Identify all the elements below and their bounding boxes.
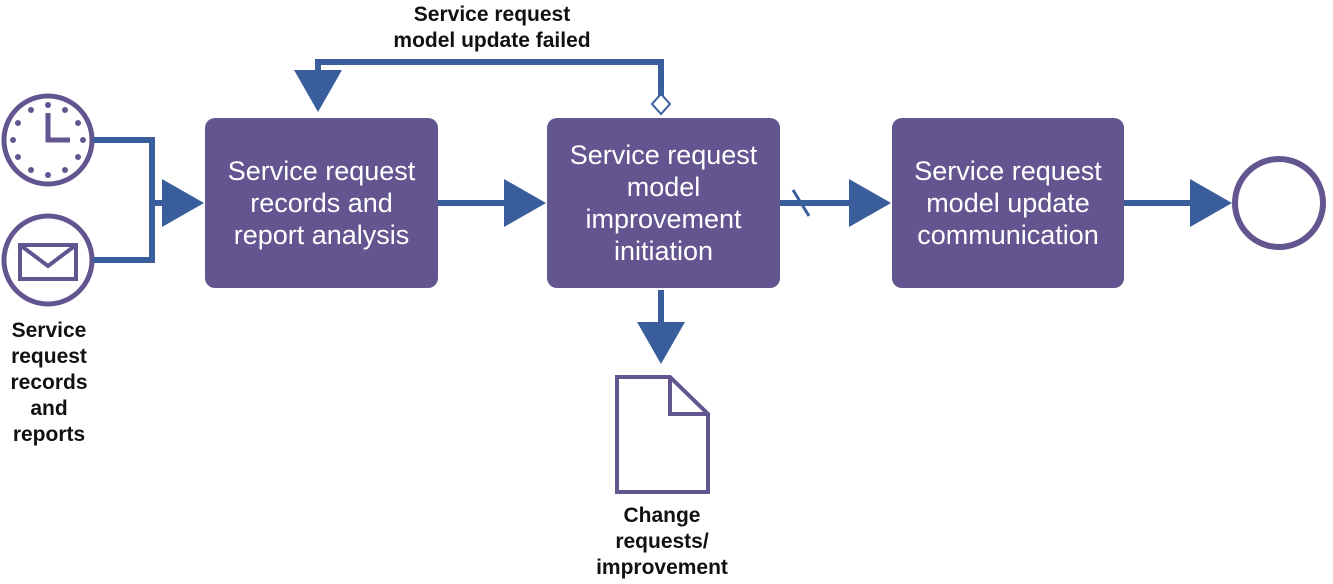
document-fold (668, 377, 708, 416)
message-start-event (1, 213, 95, 307)
task-service-request-model-update-communication[interactable]: Service request model update communicati… (892, 118, 1124, 288)
output-document-label: Change requests/ improvement (596, 504, 728, 579)
task-label: Service request records and report analy… (227, 156, 416, 250)
connector-loop-failed (294, 59, 664, 112)
conditional-diamond-icon (650, 92, 672, 116)
clock-hands (45, 113, 70, 143)
clock-ticks (10, 102, 86, 178)
connector-message (93, 203, 155, 263)
task-service-request-analysis[interactable]: Service request records and report analy… (205, 118, 438, 288)
task-service-request-model-improvement[interactable]: Service request model improvement initia… (547, 118, 780, 288)
envelope-flap (18, 243, 78, 269)
loop-failed-label: Service request model update failed (393, 3, 591, 52)
default-flow-slash (791, 189, 811, 217)
document-icon (615, 375, 710, 494)
timer-start-event (1, 93, 95, 187)
connector-timer (93, 137, 155, 203)
task-label: Service request model update communicati… (914, 156, 1102, 250)
input-records-label: Service request records and reports (10, 319, 88, 446)
end-event-circle (1232, 156, 1326, 250)
task-label: Service request model improvement initia… (569, 140, 758, 266)
